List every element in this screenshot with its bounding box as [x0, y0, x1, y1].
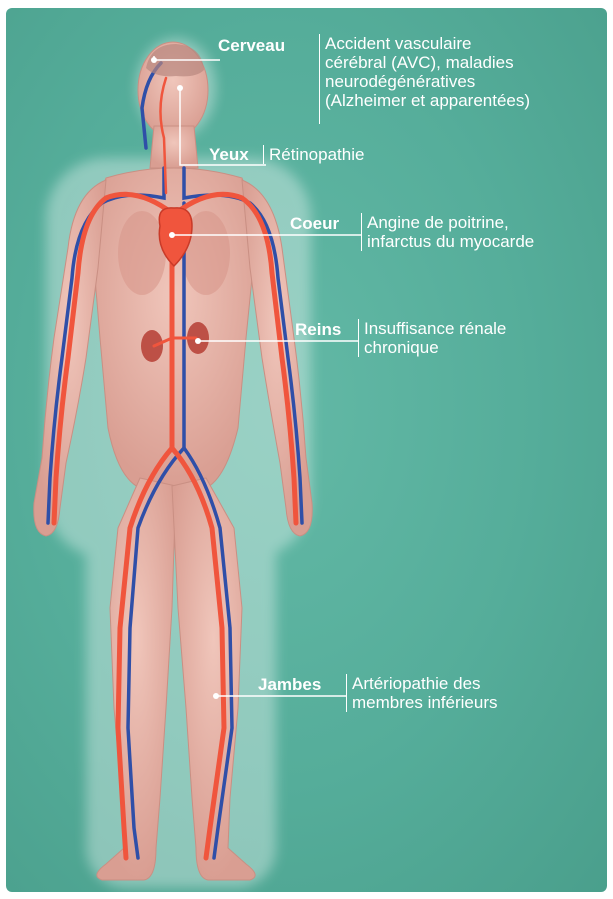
desc-jambes: Artériopathie des membres inférieurs [346, 674, 498, 712]
label-coeur: Coeur [290, 214, 339, 233]
human-body-illustration [6, 8, 607, 892]
desc-line: chronique [364, 338, 506, 357]
desc-line: Artériopathie des [352, 674, 498, 693]
desc-coeur: Angine de poitrine, infarctus du myocard… [361, 213, 534, 251]
illustration-panel: Cerveau Accident vasculaire cérébral (AV… [6, 8, 607, 892]
desc-line: cérébral (AVC), maladies [325, 53, 530, 72]
desc-line: Accident vasculaire [325, 34, 530, 53]
label-yeux: Yeux [209, 145, 249, 164]
desc-line: Angine de poitrine, [367, 213, 534, 232]
desc-line: neurodégénératives [325, 72, 530, 91]
neck [150, 126, 198, 168]
desc-line: membres inférieurs [352, 693, 498, 712]
label-reins: Reins [295, 320, 341, 339]
desc-line: Rétinopathie [269, 145, 364, 164]
desc-line: (Alzheimer et apparentées) [325, 91, 530, 110]
desc-line: Insuffisance rénale [364, 319, 506, 338]
label-cerveau: Cerveau [218, 36, 285, 55]
desc-line: infarctus du myocarde [367, 232, 534, 251]
desc-reins: Insuffisance rénale chronique [358, 319, 506, 357]
label-jambes: Jambes [258, 675, 321, 694]
desc-yeux: Rétinopathie [263, 145, 364, 164]
desc-cerveau: Accident vasculaire cérébral (AVC), mala… [319, 34, 530, 124]
